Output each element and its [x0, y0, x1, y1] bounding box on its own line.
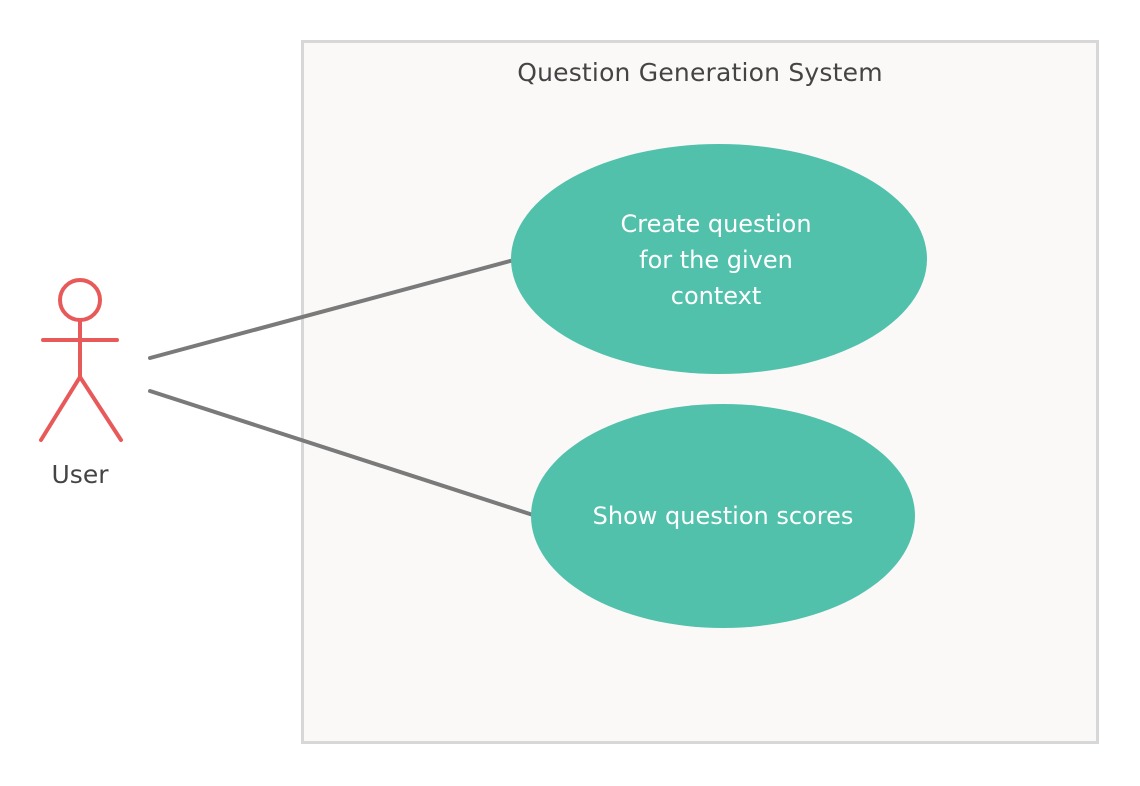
use-case-create-question [511, 144, 927, 374]
association-line-show-scores [148, 389, 535, 517]
actor-stick-figure-icon [39, 278, 123, 442]
use-case-show-scores [531, 404, 915, 628]
actor-label: User [51, 460, 109, 489]
actor-left-leg [39, 375, 82, 442]
association-line-create-question [148, 258, 516, 360]
actor-right-leg [78, 375, 123, 442]
use-case-create-question-label: Create question for the given context [620, 210, 812, 310]
system-title: Question Generation System [517, 58, 883, 87]
use-case-show-scores-label: Show question scores [592, 502, 854, 530]
actor-head [58, 278, 102, 322]
